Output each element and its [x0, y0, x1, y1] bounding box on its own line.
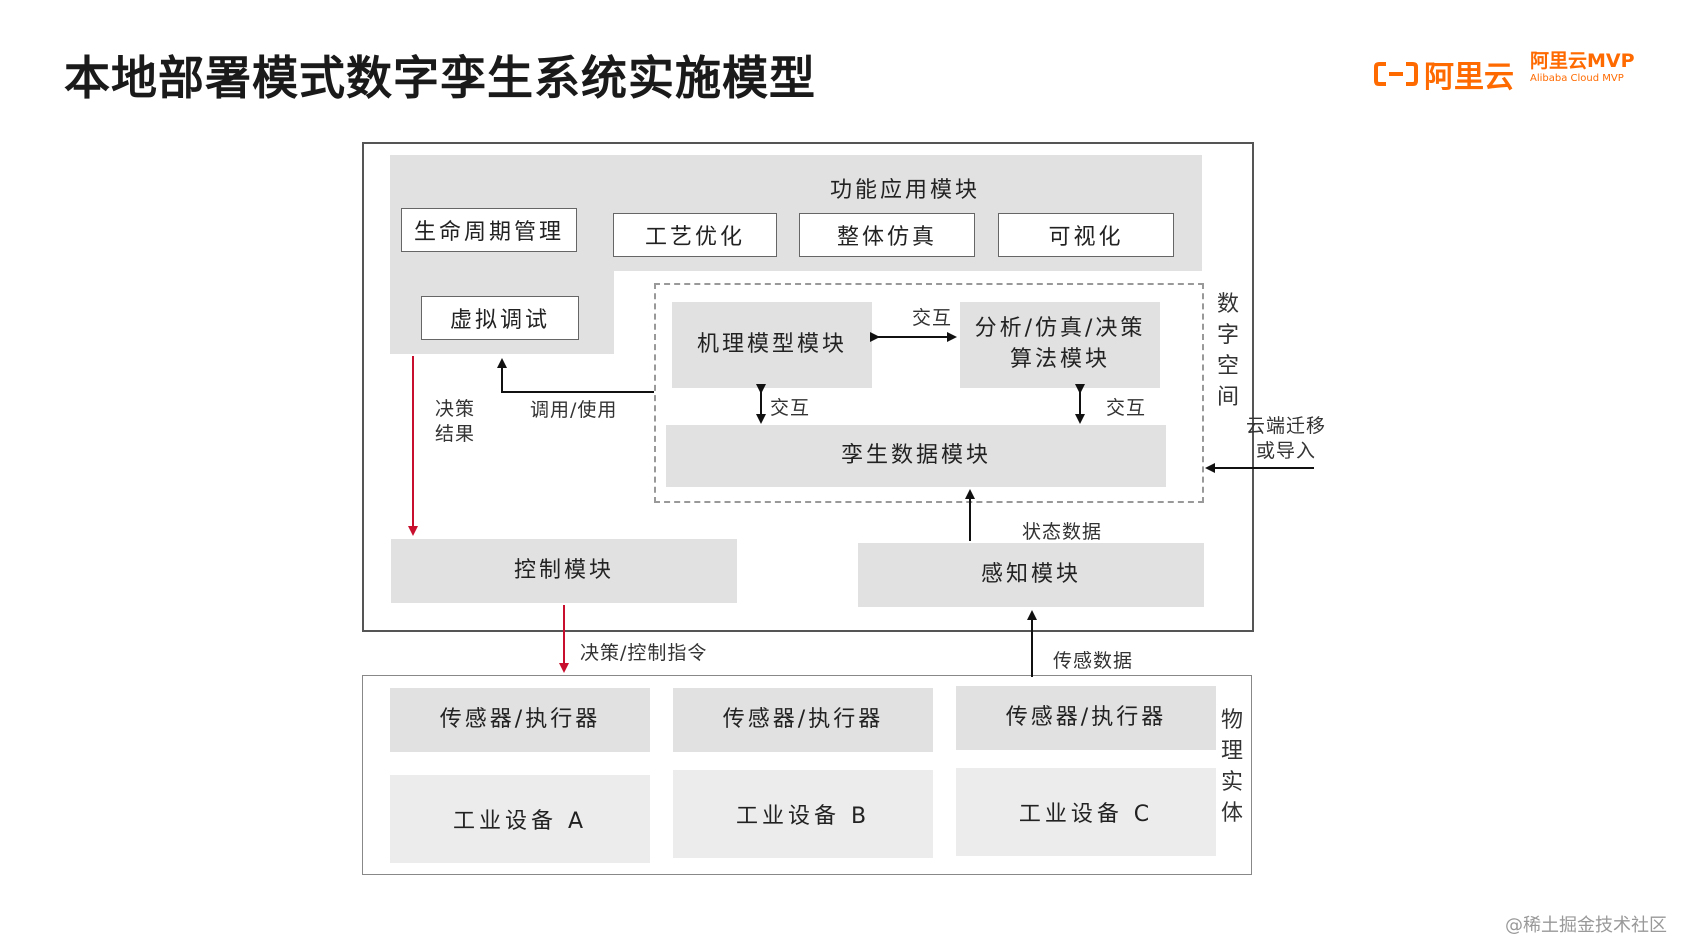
visualization-box: 可视化 [998, 213, 1174, 257]
analysis-algo-box: 分析/仿真/决策 算法模块 [960, 302, 1160, 388]
interact-label-top: 交互 [912, 307, 953, 329]
virtual-debug-box: 虚拟调试 [421, 296, 579, 340]
interact-label-right: 交互 [1106, 397, 1147, 419]
aliyun-logo-text: 阿里云 [1424, 60, 1514, 95]
call-use-label: 调用/使用 [530, 399, 618, 421]
physical-entity-label: 物理实体 [1220, 708, 1243, 826]
aliyun-logo: 阿里云 [1374, 52, 1514, 96]
decision-result-label: 决策 结果 [435, 398, 476, 445]
device-b-box: 工业设备 B [673, 770, 933, 858]
device-a-box: 工业设备 A [390, 775, 650, 863]
process-opt-box: 工艺优化 [613, 213, 777, 257]
sense-module-box: 感知模块 [858, 543, 1204, 607]
mvp-logo-title: 阿里云MVP [1530, 50, 1635, 72]
mvp-logo: 阿里云MVP Alibaba Cloud MVP [1530, 52, 1635, 84]
state-data-label: 状态数据 [1022, 521, 1103, 543]
digital-space-label: 数字空间 [1216, 292, 1239, 410]
watermark: @稀土掘金技术社区 [1505, 915, 1667, 936]
control-module-box: 控制模块 [391, 539, 737, 603]
page-title: 本地部署模式数字孪生系统实施模型 [64, 51, 816, 105]
function-module-title: 功能应用模块 [829, 178, 980, 203]
lifecycle-box: 生命周期管理 [401, 208, 577, 252]
interact-label-left: 交互 [770, 397, 811, 419]
digital-space-region [654, 283, 1204, 503]
sensor-actuator-box-3: 传感器/执行器 [956, 686, 1216, 750]
twin-data-box: 孪生数据模块 [666, 425, 1166, 487]
sensor-actuator-box-2: 传感器/执行器 [673, 688, 933, 752]
aliyun-logo-icon [1374, 61, 1418, 87]
mvp-logo-subtitle: Alibaba Cloud MVP [1530, 73, 1624, 84]
sense-data-label: 传感数据 [1053, 650, 1134, 672]
sensor-actuator-box-1: 传感器/执行器 [390, 688, 650, 752]
decision-control-label: 决策/控制指令 [580, 642, 708, 664]
mechanism-model-box: 机理模型模块 [672, 302, 872, 388]
cloud-migrate-label: 云端迁移 或导入 [1246, 415, 1327, 462]
whole-sim-box: 整体仿真 [799, 213, 975, 257]
device-c-box: 工业设备 C [956, 768, 1216, 856]
